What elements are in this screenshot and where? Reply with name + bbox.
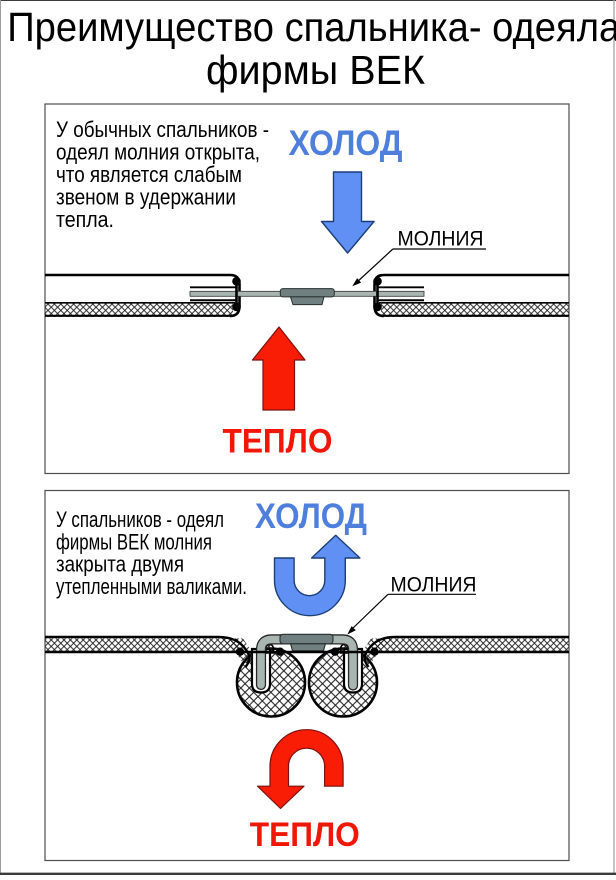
svg-text:фирмы ВЕК: фирмы ВЕК [206, 47, 425, 93]
svg-text:ТЕПЛО: ТЕПЛО [223, 423, 333, 461]
svg-text:что является слабым: что является слабым [56, 162, 242, 187]
svg-text:ХОЛОД: ХОЛОД [255, 497, 367, 536]
svg-text:У спальников - одеял: У спальников - одеял [56, 507, 224, 532]
svg-text:ТЕПЛО: ТЕПЛО [250, 816, 360, 854]
svg-text:У обычных спальников -: У обычных спальников - [56, 117, 269, 142]
svg-text:фирмы ВЕК молния: фирмы ВЕК молния [56, 529, 212, 554]
svg-text:тепла.: тепла. [56, 207, 114, 232]
svg-text:Преимущество спальника- одеяла: Преимущество спальника- одеяла [7, 4, 616, 50]
svg-text:утепленными валиками.: утепленными валиками. [56, 574, 247, 599]
svg-text:одеял молния открыта,: одеял молния открыта, [56, 140, 260, 165]
svg-text:МОЛНИЯ: МОЛНИЯ [398, 228, 484, 251]
svg-text:закрыта двумя: закрыта двумя [56, 552, 184, 577]
svg-text:ХОЛОД: ХОЛОД [289, 124, 403, 163]
svg-text:МОЛНИЯ: МОЛНИЯ [391, 574, 477, 597]
svg-text:звеном в удержании: звеном в удержании [56, 184, 236, 209]
